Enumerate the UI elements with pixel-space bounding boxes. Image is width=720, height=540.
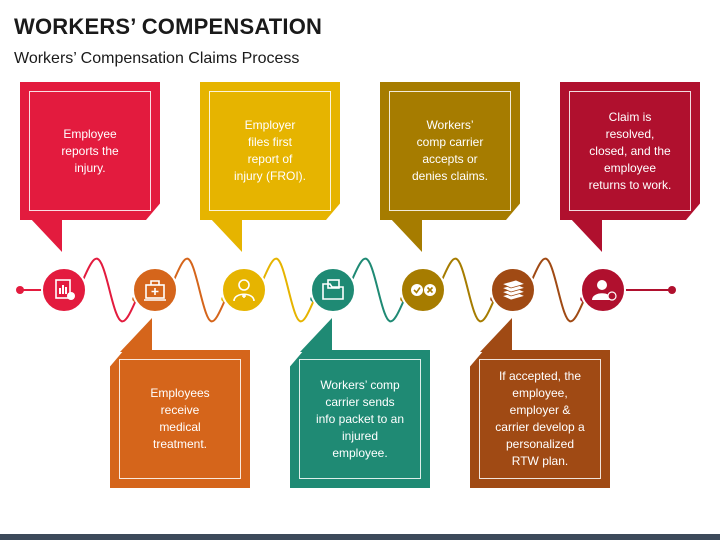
- step-node-3: [221, 267, 267, 313]
- step-box-border: Workers’ comp carrier accepts or denies …: [389, 91, 511, 211]
- callout-tail: [120, 318, 152, 352]
- step-box-3: Employer files first report of injury (F…: [200, 82, 340, 220]
- step-node-2: [132, 267, 178, 313]
- page-subtitle: Workers’ Compensation Claims Process: [14, 50, 300, 67]
- step-box-border: If accepted, the employee, employer & ca…: [479, 359, 601, 479]
- connector-wave: [173, 257, 226, 323]
- step-node-6: [490, 267, 536, 313]
- step-box-border: Claim is resolved, closed, and the emplo…: [569, 91, 691, 211]
- end-dot: [668, 286, 676, 294]
- connector-wave: [82, 257, 137, 323]
- step-box-6: If accepted, the employee, employer & ca…: [470, 350, 610, 488]
- folder-icon: [322, 279, 344, 300]
- callout-tail: [300, 318, 332, 352]
- step-text: Workers’ comp carrier accepts or denies …: [411, 118, 489, 183]
- step-box-4: Workers’ comp carrier sends info packet …: [290, 350, 430, 488]
- start-dot: [16, 286, 24, 294]
- step-box-border: Employer files first report of injury (F…: [209, 91, 331, 211]
- callout-tail: [480, 318, 512, 352]
- connector-wave: [351, 257, 405, 323]
- report-icon: [55, 279, 75, 300]
- callout-tail: [570, 218, 602, 252]
- accept-deny-icon: [411, 284, 436, 296]
- callout-tail: [30, 218, 62, 252]
- cash-stack-icon: [500, 279, 527, 301]
- step-text: Employer files first report of injury (F…: [234, 118, 306, 183]
- employee-return-icon: [592, 280, 617, 301]
- step-box-border: Workers’ comp carrier sends info packet …: [299, 359, 421, 479]
- callout-tail: [210, 218, 242, 252]
- medical-kit-icon: [144, 280, 166, 301]
- step-text: Employees receive medical treatment.: [150, 386, 210, 451]
- step-box-border: Employees receive medical treatment.: [119, 359, 241, 479]
- doctor-icon: [233, 279, 255, 302]
- step-text: Workers’ comp carrier sends info packet …: [315, 377, 405, 460]
- connector-wave: [262, 257, 315, 323]
- callout-tail: [390, 218, 422, 252]
- step-box-1: Employee reports the injury.: [20, 82, 160, 220]
- step-box-5: Workers’ comp carrier accepts or denies …: [380, 82, 520, 220]
- step-node-7: [580, 267, 626, 313]
- step-box-7: Claim is resolved, closed, and the emplo…: [560, 82, 700, 220]
- step-node-1: [41, 267, 87, 313]
- connector-wave: [441, 257, 495, 323]
- connector-wave: [531, 257, 585, 323]
- step-node-4: [310, 267, 356, 313]
- step-node-5: [400, 267, 446, 313]
- step-text: Claim is resolved, closed, and the emplo…: [588, 109, 672, 192]
- step-text: Employee reports the injury.: [61, 126, 119, 175]
- step-box-border: Employee reports the injury.: [29, 91, 151, 211]
- page-title: WORKERS’ COMPENSATION: [14, 14, 323, 39]
- step-box-2: Employees receive medical treatment.: [110, 350, 250, 488]
- bottom-bar: [0, 534, 720, 540]
- step-text: If accepted, the employee, employer & ca…: [495, 369, 585, 468]
